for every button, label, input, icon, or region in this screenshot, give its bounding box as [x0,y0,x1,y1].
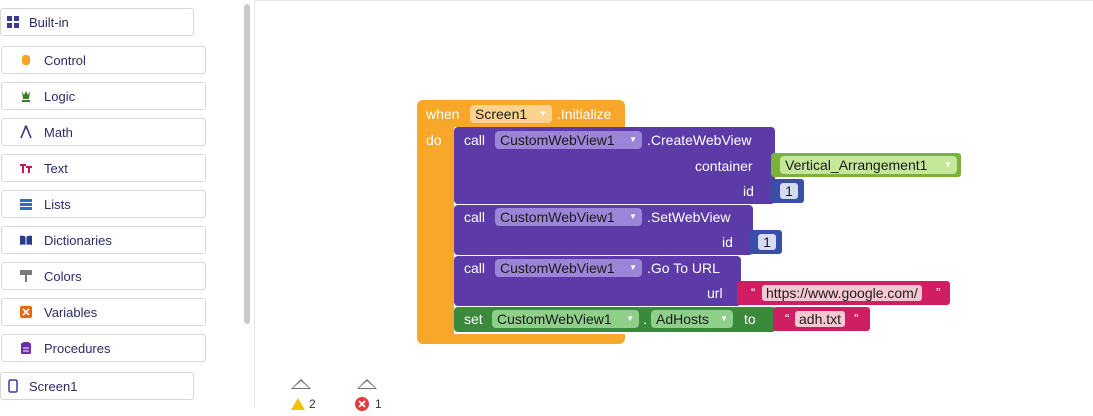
warning-icon [291,397,305,410]
drawer-lists[interactable]: Lists [1,190,206,218]
blocks-workspace[interactable]: when Screen1 ▼ .Initialize do call Custom… [255,1,1093,411]
number-value[interactable]: 1 [780,183,798,199]
logic-icon [18,88,34,104]
arrangement-dropdown-value: Vertical_Arrangement1 [785,157,928,173]
call-label: call [464,260,486,276]
dot-label: . [643,311,647,327]
panel-divider [254,0,255,407]
math-icon [18,124,34,140]
lists-icon [18,196,34,212]
call-label: call [464,209,486,225]
errors-toggle-icon[interactable] [357,379,377,389]
drawer-procedures[interactable]: Procedures [1,334,206,362]
chevron-down-icon: ▼ [944,160,952,169]
screen-dropdown[interactable]: Screen1 ▼ [470,105,552,123]
screen-component[interactable]: Screen1 [0,372,194,400]
colors-icon [18,268,34,284]
warnings-toggle-icon[interactable] [291,379,311,389]
drawer-label: Variables [44,304,98,320]
blocks-panel: Built-in Control Logic Math Text Lists [0,0,254,407]
event-name: .Initialize [557,106,612,122]
adhosts-value[interactable]: adh.txt [795,311,846,327]
drawer-label: Procedures [44,340,111,356]
open-quote: “ [751,285,756,300]
component-dropdown[interactable]: CustomWebView1 ▼ [495,208,642,226]
dictionaries-icon [18,232,34,248]
text-icon [18,160,34,176]
builtin-header[interactable]: Built-in [0,8,194,36]
builtin-icon [5,14,21,30]
drawer-label: Logic [44,88,76,104]
drawer-dictionaries[interactable]: Dictionaries [1,226,206,254]
to-label: to [744,311,756,327]
drawer-label: Control [44,52,86,68]
drawer-text[interactable]: Text [1,154,206,182]
property-dropdown-value: AdHosts [656,311,709,327]
property-dropdown[interactable]: AdHosts ▼ [651,310,733,328]
component-dropdown-value: CustomWebView1 [500,260,615,276]
do-label: do [426,132,442,148]
drawer-label: Colors [44,268,82,284]
close-quote: ” [854,311,859,326]
drawer-colors[interactable]: Colors [1,262,206,290]
when-label: when [426,106,460,122]
close-quote: ” [936,285,941,300]
param-url-label: url [707,285,723,301]
set-label: set [464,311,483,327]
screen-dropdown-value: Screen1 [475,106,528,122]
drawer-label: Math [44,124,73,140]
number-value[interactable]: 1 [758,234,776,250]
open-quote: “ [785,311,790,326]
component-dropdown[interactable]: CustomWebView1 ▼ [495,131,642,149]
control-icon [18,52,34,68]
chevron-down-icon: ▼ [629,212,637,221]
workspace-border [255,0,1093,1]
component-dropdown-value: CustomWebView1 [500,209,615,225]
param-id-label: id [743,183,754,199]
param-id-label: id [722,234,733,250]
error-icon [355,397,369,411]
drawer-label: Dictionaries [44,232,112,248]
phone-icon [5,378,21,394]
component-dropdown[interactable]: CustomWebView1 ▼ [495,259,642,277]
variables-icon [18,304,34,320]
method-name: .Go To URL [647,260,720,276]
component-dropdown[interactable]: CustomWebView1 ▼ [492,310,639,328]
drawer-logic[interactable]: Logic [1,82,206,110]
component-dropdown-value: CustomWebView1 [500,132,615,148]
drawer-variables[interactable]: Variables [1,298,206,326]
chevron-down-icon: ▼ [539,109,547,118]
arrangement-dropdown[interactable]: Vertical_Arrangement1 ▼ [780,156,957,174]
error-count: 1 [375,397,382,411]
component-dropdown-value: CustomWebView1 [497,311,612,327]
chevron-down-icon: ▼ [629,263,637,272]
drawer-control[interactable]: Control [1,46,206,74]
drawer-label: Lists [44,196,71,212]
chevron-down-icon: ▼ [629,135,637,144]
drawer-label: Text [44,160,68,176]
call-label: call [464,132,486,148]
chevron-down-icon: ▼ [720,314,728,323]
drawer-math[interactable]: Math [1,118,206,146]
procedures-icon [18,340,34,356]
chevron-down-icon: ▼ [626,314,634,323]
warning-count: 2 [309,397,316,411]
screen-label: Screen1 [29,378,78,394]
builtin-label: Built-in [29,14,69,30]
method-name: .SetWebView [647,209,731,225]
sidebar-scrollbar[interactable] [244,4,250,324]
param-container-label: container [695,158,753,174]
url-value[interactable]: https://www.google.com/ [762,285,922,301]
method-name: .CreateWebView [647,132,752,148]
